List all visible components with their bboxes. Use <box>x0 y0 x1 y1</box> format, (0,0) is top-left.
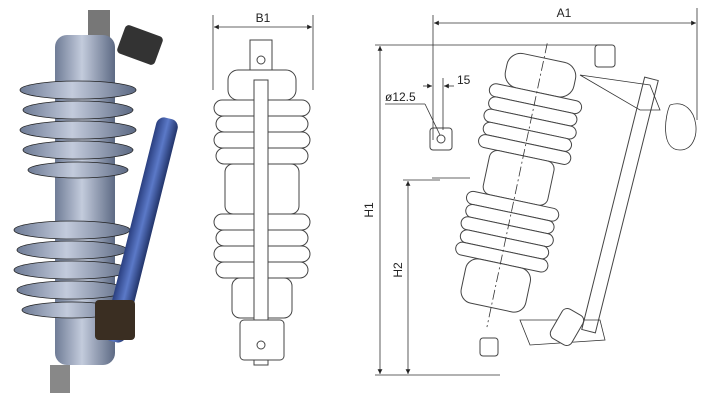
a1-label: A1 <box>557 6 572 20</box>
dimension-h1: H1 <box>362 44 600 376</box>
pull-ring <box>665 103 697 151</box>
fuse-tube <box>104 117 178 343</box>
dimension-h2: H2 <box>391 179 440 374</box>
front-sheds <box>213 99 311 319</box>
top-clamp <box>594 44 616 68</box>
insulator-sheds <box>13 80 137 319</box>
mounting-hole <box>436 134 446 144</box>
offset-label: 15 <box>457 73 471 87</box>
hinge <box>549 307 585 347</box>
dimension-hole: ø12.5 <box>385 90 441 136</box>
dimension-a1: A1 <box>432 6 698 140</box>
front-fuse-tube <box>253 79 269 366</box>
b1-label: B1 <box>256 11 271 25</box>
bottom-contact <box>95 300 135 340</box>
center-axis <box>486 43 548 328</box>
bottom-terminal <box>50 365 70 393</box>
side-sheds <box>455 83 583 313</box>
top-terminal <box>88 10 110 40</box>
front-view-drawing <box>213 39 311 366</box>
hole-diameter-label: ø12.5 <box>385 90 416 104</box>
upper-contact-arm <box>579 74 661 111</box>
side-view-drawing <box>429 43 697 357</box>
h1-label: H1 <box>362 202 376 218</box>
side-fuse-tube <box>581 76 659 334</box>
dimension-offset: 15 <box>423 73 471 130</box>
bottom-clamp <box>479 337 499 357</box>
product-photo <box>13 10 178 393</box>
dimension-b1: B1 <box>212 11 314 90</box>
top-contact <box>117 25 163 65</box>
h2-label: H2 <box>391 262 405 278</box>
